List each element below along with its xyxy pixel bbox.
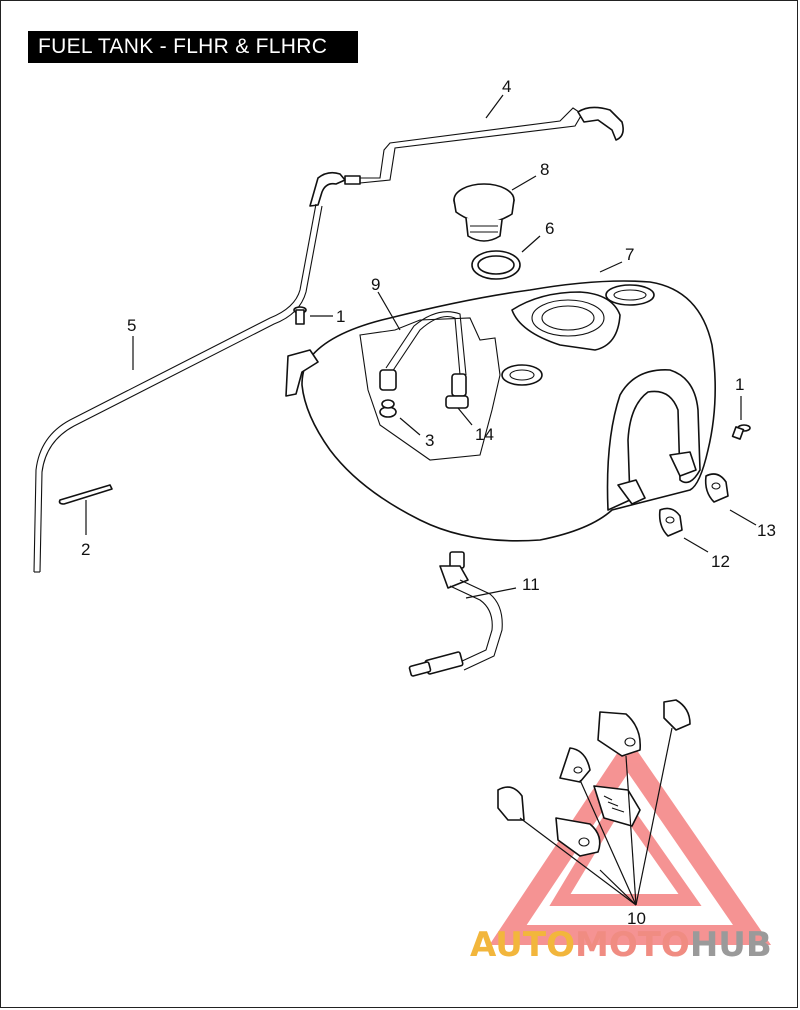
gasket-ring [471, 250, 521, 280]
callout-3: 3 [425, 431, 434, 450]
screw-upper [293, 306, 307, 325]
callout-5: 5 [127, 316, 136, 335]
mount-pad-13 [704, 473, 729, 503]
callout-labels: 4 5 1 2 8 6 7 9 3 14 1 13 12 11 10 [81, 77, 776, 928]
cotter-pin [58, 484, 113, 505]
watermark-moto: MOTO [575, 925, 690, 965]
callout-13: 13 [757, 521, 776, 540]
callout-11: 11 [522, 575, 540, 594]
callout-14: 14 [475, 425, 494, 444]
callout-9: 9 [371, 275, 380, 294]
screw-right [731, 424, 751, 440]
callout-10: 10 [627, 909, 646, 928]
vent-tube-long [33, 171, 346, 573]
callout-4: 4 [502, 77, 511, 96]
callout-1-upper: 1 [336, 307, 345, 326]
svg-text:AUTOMOTOHUB: AUTOMOTOHUB [470, 925, 772, 965]
leader-lines [85, 94, 757, 906]
callout-12: 12 [711, 552, 730, 571]
fuel-cap [453, 183, 515, 242]
callout-8: 8 [540, 160, 549, 179]
watermark-text: AUTOMOTOHUB [470, 925, 772, 965]
watermark-auto: AUTO [470, 925, 575, 965]
mount-pad-12 [658, 507, 683, 537]
callout-2: 2 [81, 540, 90, 559]
crossover-hose [379, 311, 469, 409]
callout-7: 7 [625, 245, 634, 264]
mount-kit-inset [497, 699, 691, 857]
fuel-tank-body [285, 280, 716, 542]
callout-6: 6 [545, 219, 554, 238]
watermark-logo [489, 737, 772, 945]
vent-tube-upper [344, 106, 624, 185]
watermark-hub: HUB [690, 925, 772, 965]
diagram-title: FUEL TANK - FLHR & FLHRC [28, 31, 358, 63]
fuel-line [408, 551, 503, 677]
fitting-small [379, 399, 397, 418]
callout-1-right: 1 [735, 375, 744, 394]
